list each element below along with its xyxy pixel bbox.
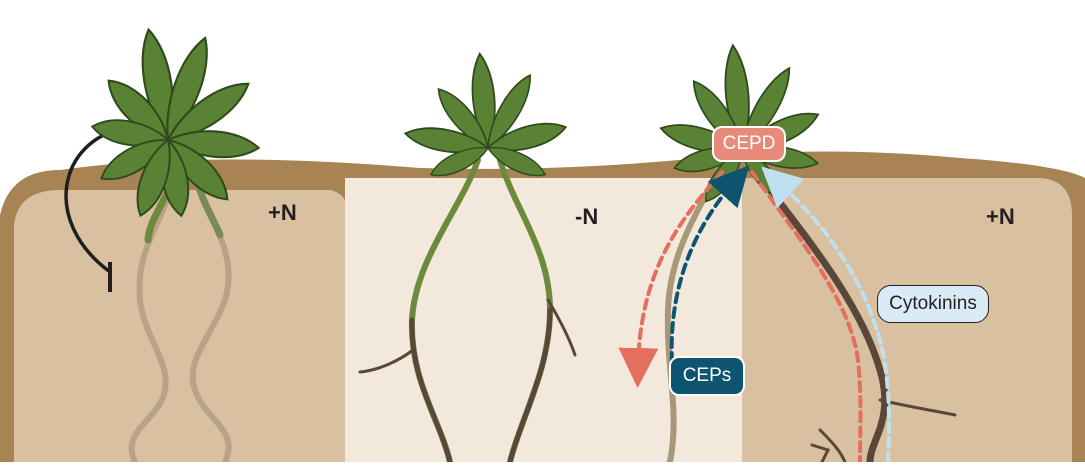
- left-condition-label: +N: [268, 200, 297, 225]
- cepd-badge: CEPD: [712, 126, 786, 162]
- right-condition-label: +N: [986, 204, 1015, 229]
- signal-arrows: [618, 165, 892, 464]
- middle-plant-roots: [358, 157, 577, 465]
- ceps-upward-arrow: [669, 165, 750, 364]
- cepd-downward-right-arrow: [750, 170, 863, 464]
- right-plant-roots: [664, 166, 957, 466]
- ceps-badge: CEPs: [669, 356, 745, 396]
- cytokinins-upward-arrow: [761, 166, 892, 464]
- cytokinins-badge: Cytokinins: [877, 285, 989, 323]
- middle-rosette: [402, 51, 570, 184]
- middle-condition-label: -N: [575, 204, 599, 229]
- soil: [0, 151, 1085, 462]
- cepd-downward-left-arrow: [618, 170, 724, 388]
